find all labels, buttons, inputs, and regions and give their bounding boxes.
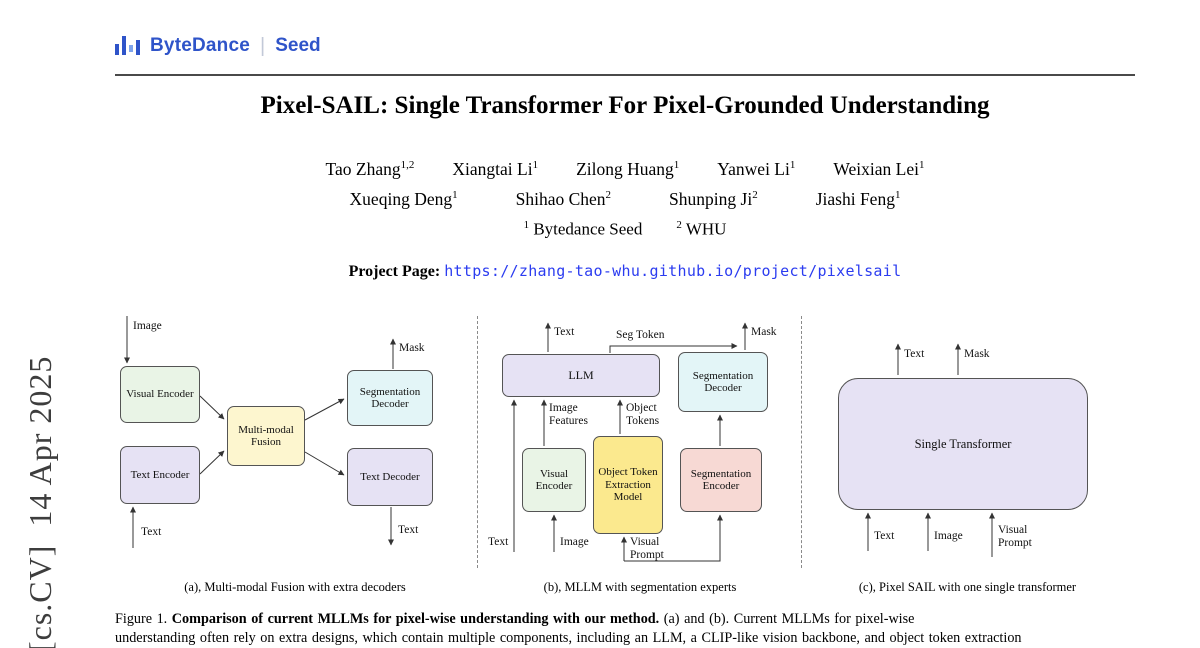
header-divider-line — [115, 74, 1135, 76]
visual-encoder-box: Visual Encoder — [120, 366, 200, 423]
author-name: Yanwei Li — [717, 158, 790, 179]
bytedance-logo-icon — [115, 36, 140, 55]
author-name: Xiangtai Li — [452, 158, 533, 179]
author-sup: 1 — [894, 188, 901, 201]
object-token-extraction-box: Object Token Extraction Model — [593, 436, 663, 534]
figure-caption-rest: (a) and (b). Current MLLMs for pixel-wis… — [663, 611, 915, 627]
author-sup: 1 — [532, 159, 539, 171]
image-features-label: Image Features — [549, 402, 588, 427]
figure-caption-line2: understanding often rely on extra design… — [115, 630, 1022, 646]
figure-caption-line1: Figure 1. Comparison of current MLLMs fo… — [115, 610, 1135, 629]
author-name: Tao Zhang — [325, 158, 401, 179]
mask-output-label: Mask — [399, 342, 425, 354]
image-input-label: Image — [133, 320, 162, 332]
author-name: Shihao Chen — [515, 188, 606, 209]
text-output-label: Text — [398, 524, 419, 536]
figure-panel-b: LLM Segmentation Decoder Visual Encoder … — [480, 308, 800, 600]
segmentation-decoder-box: Segmentation Decoder — [678, 352, 768, 412]
author: Shihao Chen2 — [516, 182, 611, 212]
mask-output-label: Mask — [751, 326, 777, 338]
author-name: Shunping Ji — [669, 188, 753, 209]
single-transformer-box: Single Transformer — [838, 378, 1088, 510]
image-input-label: Image — [560, 536, 589, 548]
affiliation-name: WHU — [685, 219, 727, 239]
affiliations-row: 1 Bytedance Seed 2 WHU — [115, 212, 1135, 243]
author-name: Xueqing Deng — [349, 188, 453, 209]
author: Xueqing Deng1 — [350, 182, 458, 212]
panel-c-caption: (c), Pixel SAIL with one single transfor… — [858, 580, 1077, 594]
text-input-label: Text — [874, 530, 895, 542]
figure-panel-a: Visual Encoder Text Encoder Multi-modal … — [115, 308, 475, 600]
authors-row-2: Xueqing Deng1 Shihao Chen2 Shunping Ji2 … — [115, 182, 1135, 212]
author-name: Jiashi Feng — [815, 188, 895, 209]
author: Weixian Lei1 — [833, 152, 924, 182]
seg-token-label: Seg Token — [616, 329, 665, 341]
mask-output-label: Mask — [964, 348, 990, 360]
author: Shunping Ji2 — [669, 182, 758, 212]
authors-row-1: Tao Zhang1,2 Xiangtai Li1 Zilong Huang1 … — [115, 152, 1135, 182]
author-sup: 1,2 — [400, 159, 415, 171]
author: Yanwei Li1 — [717, 152, 795, 182]
affiliation-sup: 2 — [676, 218, 682, 231]
project-page-line: Project Page: https://zhang-tao-whu.gith… — [115, 262, 1135, 281]
panel-separator — [477, 316, 478, 568]
text-input-label: Text — [141, 526, 162, 538]
multimodal-fusion-box: Multi-modal Fusion — [227, 406, 305, 466]
author-name: Weixian Lei — [833, 158, 919, 179]
brand-name: ByteDance — [150, 35, 251, 56]
author-sup: 1 — [452, 188, 458, 201]
brand-header: ByteDance | Seed — [115, 34, 321, 58]
panel-b-arrows — [511, 322, 748, 562]
author-sup: 1 — [673, 159, 680, 171]
panel-c-arrows — [865, 343, 995, 557]
object-tokens-label: Object Tokens — [626, 402, 660, 427]
paper-title: Pixel-SAIL: Single Transformer For Pixel… — [260, 92, 990, 119]
panel-b-caption: (b), MLLM with segmentation experts — [543, 580, 737, 594]
segmentation-decoder-box: Segmentation Decoder — [347, 370, 433, 426]
visual-encoder-box: Visual Encoder — [522, 448, 586, 512]
author: Zilong Huang1 — [576, 152, 679, 182]
brand-sub-name: Seed — [275, 35, 321, 56]
author-sup: 1 — [918, 159, 925, 171]
panel-a-arrows — [124, 316, 396, 548]
text-decoder-box: Text Decoder — [347, 448, 433, 506]
llm-box: LLM — [502, 354, 660, 397]
visual-prompt-input-label: Visual Prompt — [630, 536, 664, 561]
affiliation: 2 WHU — [676, 212, 726, 243]
author-sup: 2 — [752, 188, 758, 201]
text-output-label: Text — [554, 326, 575, 338]
arxiv-stamp: [cs.CV] 14 Apr 2025 — [22, 355, 58, 648]
authors-block: Tao Zhang1,2 Xiangtai Li1 Zilong Huang1 … — [115, 152, 1135, 242]
affiliation-name: Bytedance Seed — [533, 219, 643, 239]
figure-caption-bold: Comparison of current MLLMs for pixel-wi… — [171, 611, 660, 627]
figure-1: Visual Encoder Text Encoder Multi-modal … — [0, 308, 1200, 600]
panel-a-caption: (a), Multi-modal Fusion with extra decod… — [184, 580, 406, 594]
segmentation-encoder-box: Segmentation Encoder — [680, 448, 762, 512]
figure-panel-c: Single Transformer Text Mask Text Image … — [800, 308, 1135, 600]
text-output-label: Text — [904, 348, 925, 360]
project-page-link[interactable]: https://zhang-tao-whu.github.io/project/… — [444, 262, 902, 280]
author-sup: 1 — [789, 159, 796, 171]
author-name: Zilong Huang — [576, 158, 674, 179]
panel-separator — [801, 316, 802, 568]
author: Jiashi Feng1 — [816, 182, 901, 212]
visual-prompt-input-label: Visual Prompt — [998, 524, 1032, 549]
project-page-label: Project Page: — [348, 263, 441, 280]
image-input-label: Image — [934, 530, 963, 542]
text-input-label: Text — [488, 536, 509, 548]
brand-divider: | — [260, 34, 266, 57]
author-sup: 2 — [605, 188, 612, 201]
author: Tao Zhang1,2 — [326, 152, 415, 182]
text-encoder-box: Text Encoder — [120, 446, 200, 504]
figure-caption: Figure 1. Comparison of current MLLMs fo… — [115, 610, 1135, 648]
figure-caption-prefix: Figure 1. — [115, 611, 168, 627]
affiliation-sup: 1 — [523, 218, 530, 231]
author: Xiangtai Li1 — [452, 152, 538, 182]
affiliation: 1 Bytedance Seed — [524, 212, 643, 243]
